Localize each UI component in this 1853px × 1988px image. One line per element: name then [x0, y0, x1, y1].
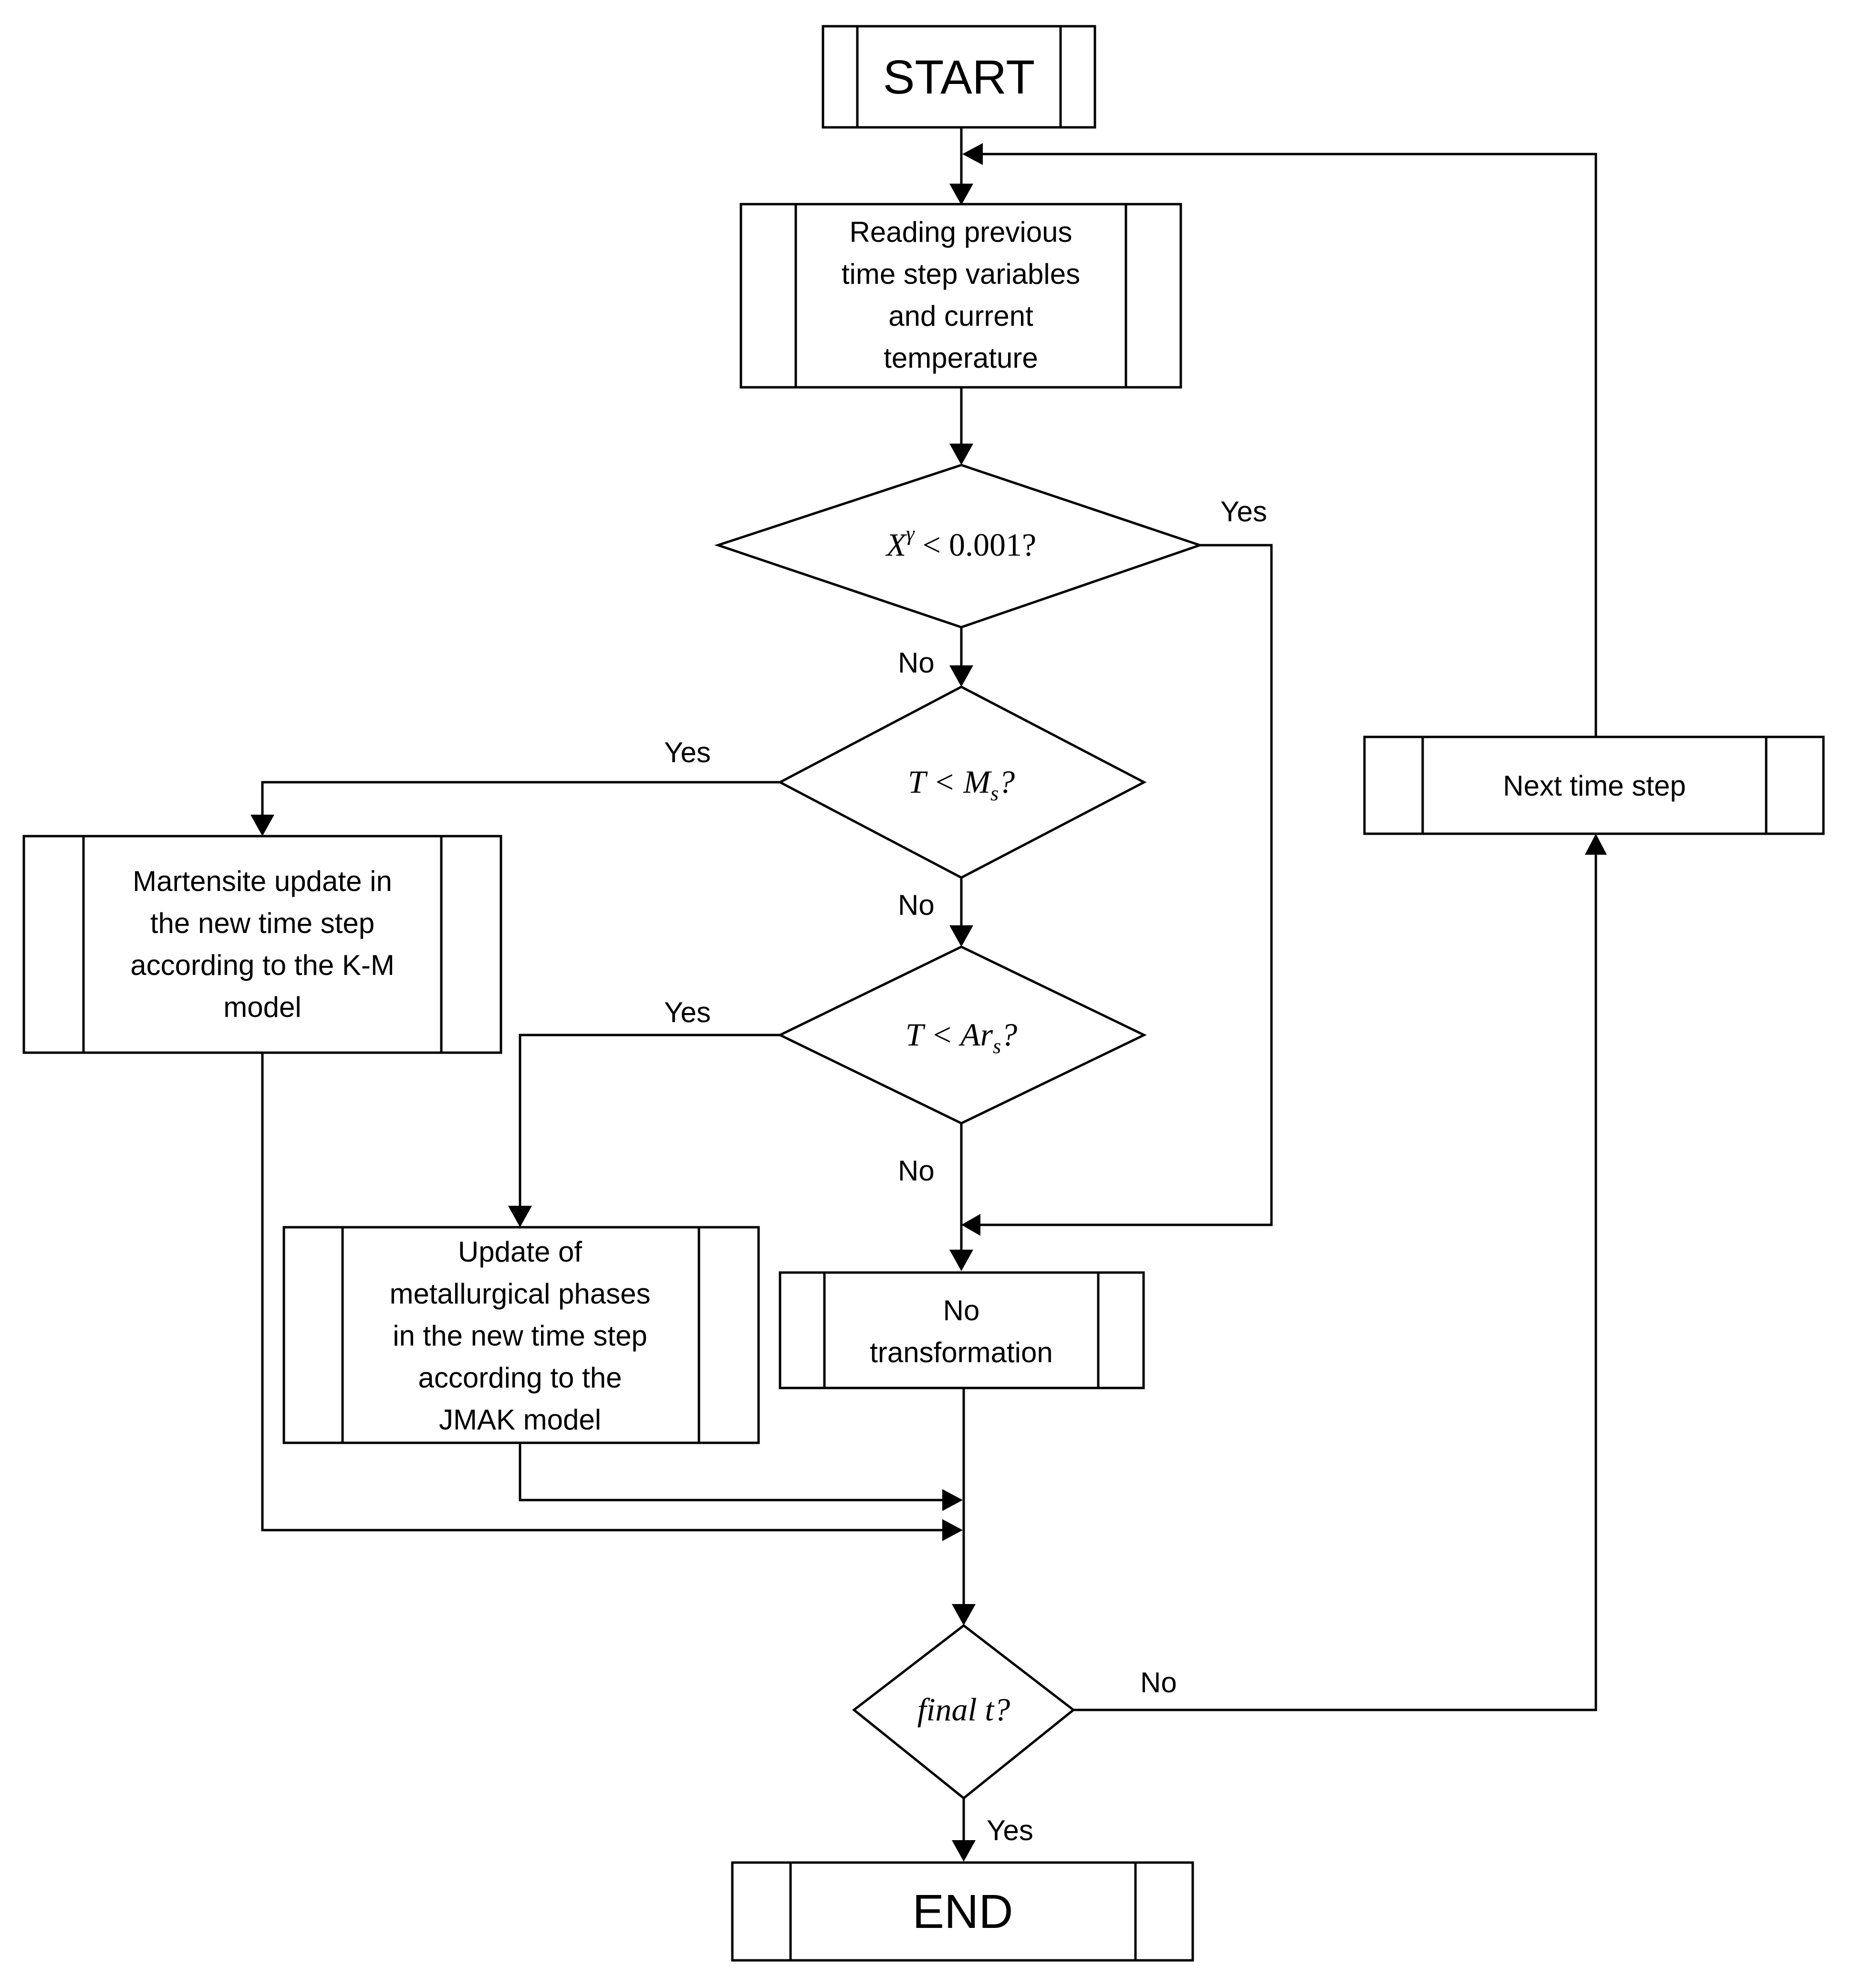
next-time-step-node: Next time step [1363, 735, 1825, 835]
jmak-update-node: Update of metallurgical phases in the ne… [282, 1226, 760, 1444]
martensite-line-3: according to the K-M [130, 949, 395, 981]
arrowhead-x [949, 444, 973, 465]
arrowhead-martensite [250, 815, 274, 836]
ars-decision: T < Ars? [777, 945, 1147, 1125]
martensite-start-decision: T < Ms? [777, 685, 1147, 879]
label-final-yes: Yes [987, 1814, 1033, 1846]
edge-ms-yes [261, 781, 780, 816]
arrowhead-martensite-merge [942, 1519, 963, 1541]
edge-jmak-merge [519, 1443, 942, 1501]
arrowhead-ms [949, 665, 973, 687]
arrowhead-jmak [508, 1206, 532, 1227]
label-x-yes: Yes [1220, 496, 1267, 528]
arrowhead-end [952, 1840, 976, 1862]
martensite-update-node: Martensite update in the new time step a… [22, 835, 502, 1054]
no-transformation-line-2: transformation [870, 1336, 1053, 1368]
jmak-line-2: metallurgical phases [390, 1278, 651, 1310]
next-time-step-label: Next time step [1503, 770, 1686, 802]
austenite-condition: Xγ < 0.001? [885, 522, 1036, 563]
label-final-no: No [1140, 1667, 1177, 1698]
final-time-condition: final t? [917, 1691, 1010, 1728]
arrowhead-jmak-merge [942, 1489, 963, 1511]
start-node: START [822, 25, 1096, 129]
label-ms-no: No [898, 889, 935, 921]
martensite-line-2: the new time step [150, 907, 375, 939]
read-line-3: and current [888, 300, 1033, 332]
arrowhead-final [952, 1604, 976, 1626]
edge-martensite-merge [261, 1053, 942, 1532]
arrowhead-read [949, 184, 973, 205]
connectors [250, 127, 1607, 1862]
label-x-no: No [898, 647, 935, 679]
label-ms-yes: Yes [664, 736, 711, 768]
edge-x-yes [980, 544, 1273, 1226]
label-ars-no: No [898, 1155, 935, 1187]
edge-final-no [1073, 854, 1597, 1711]
edge-labels: Yes No Yes No Yes No No Yes [664, 496, 1267, 1846]
jmak-line-4: according to the [418, 1362, 622, 1394]
end-node: END [731, 1861, 1194, 1962]
final-time-decision: final t? [852, 1624, 1076, 1800]
start-label: START [883, 51, 1035, 104]
edge-ars-yes [519, 1034, 780, 1207]
read-line-2: time step variables [842, 258, 1080, 290]
arrowhead-notrans [949, 1250, 973, 1271]
end-label: END [912, 1885, 1013, 1938]
edge-next-loop [983, 153, 1597, 737]
martensite-line-1: Martensite update in [133, 865, 392, 897]
arrowhead-x-yes [961, 1214, 980, 1236]
austenite-threshold-decision: Xγ < 0.001? [714, 464, 1204, 629]
jmak-line-3: in the new time step [393, 1320, 647, 1352]
jmak-line-5: JMAK model [439, 1404, 601, 1436]
read-line-4: temperature [884, 342, 1038, 374]
arrowhead-loop [962, 143, 983, 165]
no-transformation-node: No transformation [779, 1271, 1145, 1389]
read-line-1: Reading previous [850, 216, 1072, 248]
ms-condition: T < Ms? [908, 764, 1015, 805]
label-ars-yes: Yes [664, 996, 711, 1028]
read-variables-node: Reading previous time step variables and… [739, 203, 1182, 389]
arrowhead-ars [949, 925, 973, 947]
arrowhead-next [1585, 834, 1607, 855]
martensite-line-4: model [223, 991, 301, 1023]
no-transformation-line-1: No [943, 1294, 980, 1326]
ars-condition: T < Ars? [906, 1016, 1017, 1058]
jmak-line-1: Update of [458, 1236, 583, 1268]
